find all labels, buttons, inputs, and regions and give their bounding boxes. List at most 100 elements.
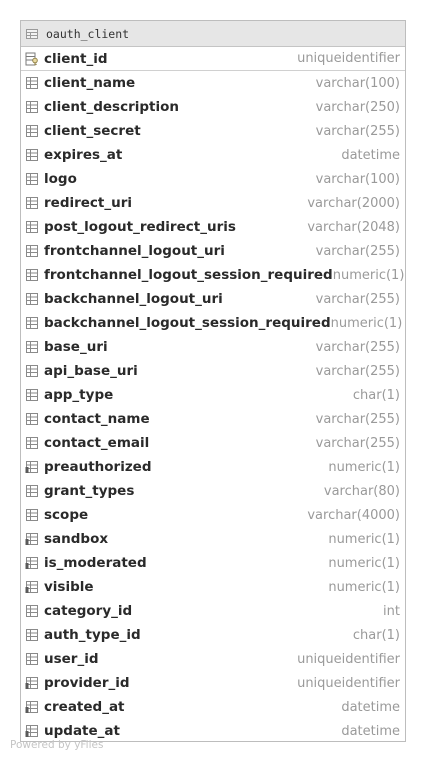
table-node-oauth-client[interactable]: oauth_client client_id uniqueidentifier … <box>20 20 406 742</box>
column-icon <box>26 197 38 209</box>
column-icon <box>26 365 38 377</box>
column-name: frontchannel_logout_uri <box>44 243 225 259</box>
pk-column-name: client_id <box>44 50 108 67</box>
column-type: varchar(80) <box>323 483 400 499</box>
column-row[interactable]: client_secret varchar(255) <box>21 119 405 143</box>
column-type: varchar(100) <box>315 75 400 91</box>
column-name: logo <box>44 171 77 187</box>
column-name: sandbox <box>44 531 109 547</box>
column-name: client_name <box>44 75 136 91</box>
pk-column-type: uniqueidentifier <box>297 51 400 66</box>
column-row[interactable]: category_id int <box>21 599 405 623</box>
column-name: app_type <box>44 387 114 403</box>
column-name: contact_email <box>44 435 150 451</box>
column-list: client_name varchar(100) client_descriptio… <box>21 71 405 743</box>
column-row[interactable]: scope varchar(4000) <box>21 503 405 527</box>
column-row[interactable]: grant_types varchar(80) <box>21 479 405 503</box>
column-type: varchar(255) <box>315 411 400 427</box>
column-row[interactable]: contact_email varchar(255) <box>21 431 405 455</box>
column-row[interactable]: post_logout_redirect_uris varchar(2048) <box>21 215 405 239</box>
column-row[interactable]: user_id uniqueidentifier <box>21 647 405 671</box>
column-name: created_at <box>44 699 125 715</box>
column-name: base_uri <box>44 339 108 355</box>
column-name: backchannel_logout_session_required <box>44 315 331 331</box>
column-row[interactable]: sandbox numeric(1) <box>21 527 405 551</box>
column-type: varchar(255) <box>315 363 400 379</box>
column-name: contact_name <box>44 411 150 427</box>
column-row[interactable]: contact_name varchar(255) <box>21 407 405 431</box>
column-name: provider_id <box>44 675 130 691</box>
column-name: auth_type_id <box>44 627 141 643</box>
column-type: varchar(255) <box>315 243 400 259</box>
column-icon <box>26 293 38 305</box>
table-title: oauth_client <box>46 26 130 41</box>
column-name: redirect_uri <box>44 195 133 211</box>
watermark: Powered by yFiles <box>10 739 104 751</box>
column-type: numeric(1) <box>328 459 400 475</box>
column-type: uniqueidentifier <box>297 651 400 667</box>
nn-column-icon <box>25 701 38 713</box>
column-name: backchannel_logout_uri <box>44 291 223 307</box>
table-header[interactable]: oauth_client <box>21 21 405 47</box>
column-icon <box>26 437 38 449</box>
nn-column-icon <box>25 533 38 545</box>
column-name: update_at <box>44 723 120 739</box>
column-icon <box>26 149 38 161</box>
column-row[interactable]: is_moderated numeric(1) <box>21 551 405 575</box>
column-name: post_logout_redirect_uris <box>44 219 236 235</box>
column-row[interactable]: provider_id uniqueidentifier <box>21 671 405 695</box>
column-row[interactable]: client_name varchar(100) <box>21 71 405 95</box>
nn-column-icon <box>25 581 38 593</box>
nn-column-icon <box>25 677 38 689</box>
column-type: varchar(255) <box>315 435 400 451</box>
key-column-icon <box>25 52 38 65</box>
column-type: varchar(255) <box>315 123 400 139</box>
column-type: numeric(1) <box>328 579 400 595</box>
column-icon <box>26 269 38 281</box>
column-name: grant_types <box>44 483 135 499</box>
column-row[interactable]: frontchannel_logout_uri varchar(255) <box>21 239 405 263</box>
column-type: int <box>383 603 400 619</box>
column-icon <box>26 341 38 353</box>
column-name: is_moderated <box>44 555 147 571</box>
nn-column-icon <box>25 557 38 569</box>
column-row[interactable]: auth_type_id char(1) <box>21 623 405 647</box>
column-icon <box>26 125 38 137</box>
primary-key-row[interactable]: client_id uniqueidentifier <box>21 47 405 71</box>
column-name: scope <box>44 507 89 523</box>
column-type: uniqueidentifier <box>297 675 400 691</box>
column-icon <box>26 245 38 257</box>
column-icon <box>26 317 38 329</box>
column-name: category_id <box>44 603 133 619</box>
column-name: frontchannel_logout_session_required <box>44 267 333 283</box>
nn-column-icon <box>25 461 38 473</box>
column-type: varchar(4000) <box>307 507 400 523</box>
column-name: client_secret <box>44 123 141 139</box>
column-row[interactable]: redirect_uri varchar(2000) <box>21 191 405 215</box>
column-name: user_id <box>44 651 99 667</box>
column-type: numeric(1) <box>328 555 400 571</box>
column-type: varchar(2000) <box>307 195 400 211</box>
column-icon <box>26 173 38 185</box>
column-name: visible <box>44 579 94 595</box>
column-row[interactable]: visible numeric(1) <box>21 575 405 599</box>
column-type: numeric(1) <box>330 315 403 331</box>
column-type: numeric(1) <box>332 267 405 283</box>
column-type: numeric(1) <box>328 531 400 547</box>
column-type: char(1) <box>352 627 400 643</box>
column-name: expires_at <box>44 147 123 163</box>
column-icon <box>26 221 38 233</box>
column-type: varchar(2048) <box>307 219 400 235</box>
